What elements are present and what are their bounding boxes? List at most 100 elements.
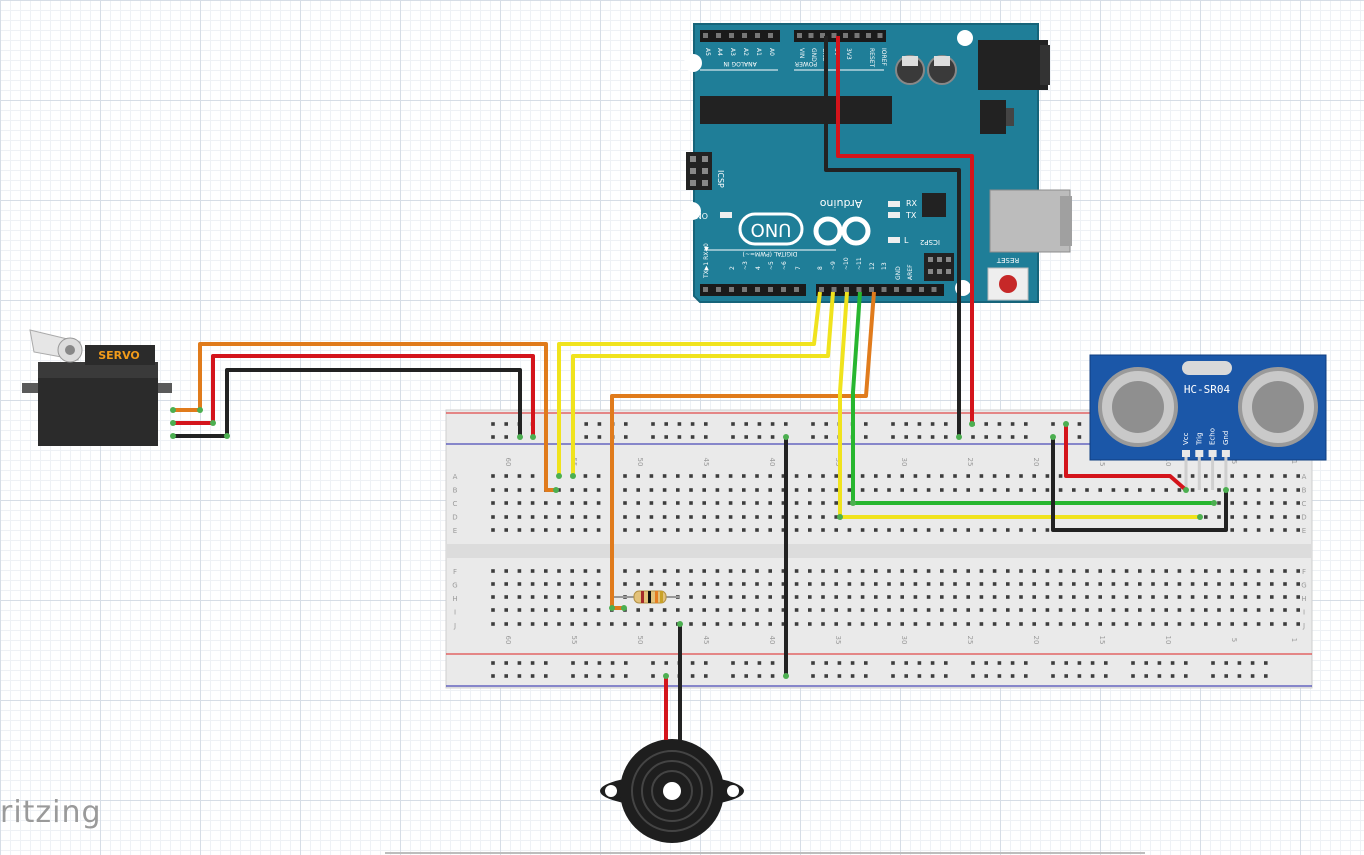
row-letter: A [453,473,458,481]
hole [834,515,838,519]
hole [662,569,667,573]
hole [728,474,733,478]
hole [1190,582,1195,586]
hole [940,622,944,626]
hole [992,608,997,612]
hole [874,582,878,586]
hole [662,582,667,586]
hole [900,488,904,492]
rail-hole [891,661,895,665]
hole [491,582,495,586]
hole [702,488,706,492]
wire-endpoint [556,473,562,479]
col-number: 20 [1032,458,1040,467]
hole [1190,608,1195,612]
hole [1270,569,1274,573]
hole [781,474,786,478]
hole [491,515,495,519]
hole [1204,488,1208,492]
brand-label: Arduino [819,197,862,210]
rail-hole [904,674,908,678]
col-number: 1 [1290,638,1298,642]
hole [1243,622,1248,626]
wire-endpoint [570,473,576,479]
hole [821,595,825,599]
wire-5v-red [836,36,974,424]
hole [504,608,508,612]
rail-hole [1144,674,1148,678]
hole [1283,528,1287,532]
hole [557,501,561,505]
hole [557,582,561,586]
header-pin [906,287,912,292]
hole [913,608,918,612]
hole [1124,595,1129,599]
hole [781,622,786,626]
hole [874,595,878,599]
wire-endpoint [553,487,559,493]
rail-hole [504,674,508,678]
hole [1204,595,1208,599]
hole [676,528,680,532]
hole [1256,608,1261,612]
hole [755,501,759,505]
hole [966,569,970,573]
hole [1270,488,1274,492]
header-pin [781,287,786,292]
header-pins [690,33,951,292]
arduino-uno: UNO Arduino ON RX TX L ICSP ICSP2 RESET … [683,23,1072,303]
rail-hole [944,674,948,678]
rail-hole [1024,435,1028,439]
hole [649,569,654,573]
hole [808,488,812,492]
pin-label: A2 [742,48,749,56]
hole [755,528,759,532]
rail-hole [517,674,522,678]
rail-hole [1250,661,1255,665]
hole [847,474,852,478]
hole [702,515,706,519]
hole [1019,582,1023,586]
hole [821,608,825,612]
hole [1217,595,1221,599]
hole [742,569,746,573]
row-letter: A [1302,473,1307,481]
hole [1045,474,1050,478]
header-pin [742,287,747,292]
hole [1296,515,1300,519]
hole [728,622,733,626]
col-number: 50 [636,636,644,645]
rail-hole [917,422,922,426]
hole [544,608,548,612]
hole [1270,474,1274,478]
hole [860,595,865,599]
tx-label: TX [905,211,917,220]
hole [913,474,918,478]
hole [1138,622,1142,626]
hole [794,488,799,492]
rail-hole [1184,661,1188,665]
rail-hole [677,435,682,439]
hole [1085,622,1089,626]
hole [1217,622,1221,626]
hole [715,582,720,586]
hole [808,515,812,519]
rail-hole [1170,661,1175,665]
hole [583,595,588,599]
rail-hole [584,422,588,426]
hole [1045,595,1050,599]
rail-hole [1144,661,1148,665]
wire-endpoint [1223,487,1229,493]
hole [517,595,522,599]
hole [689,501,693,505]
hole [491,528,495,532]
hole [781,595,786,599]
hole [1006,582,1010,586]
hole [676,501,680,505]
hole [992,569,997,573]
icsp2-pin [937,257,942,262]
hole [596,622,601,626]
rail-hole [651,435,655,439]
